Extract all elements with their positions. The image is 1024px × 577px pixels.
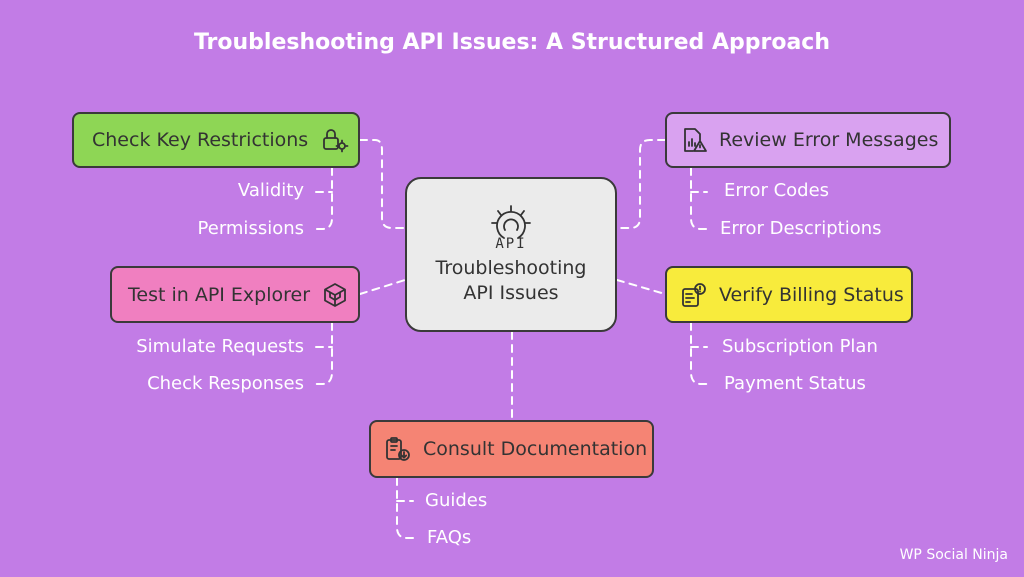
central-node-line-2: API Issues bbox=[463, 281, 559, 304]
document-warning-icon bbox=[679, 125, 709, 155]
connector-test-explorer bbox=[359, 279, 406, 295]
sub-item-simulate-requests: Simulate Requests bbox=[136, 336, 304, 357]
node-label: Test in API Explorer bbox=[128, 283, 311, 306]
node-test-in-api-explorer: Test in API Explorer bbox=[110, 266, 360, 323]
sub-item-check-responses: Check Responses bbox=[147, 373, 304, 394]
node-consult-documentation: Consult Documentation bbox=[369, 420, 654, 478]
node-label: Consult Documentation bbox=[423, 438, 648, 460]
lock-gear-icon bbox=[320, 125, 350, 155]
node-label: Review Error Messages bbox=[719, 129, 939, 151]
connector-verify-billing bbox=[616, 279, 666, 295]
billing-alert-icon bbox=[679, 280, 709, 310]
sub-item-faqs: FAQs bbox=[427, 527, 472, 548]
api-icon-text: API bbox=[495, 235, 527, 252]
sub-item-guides: Guides bbox=[425, 490, 488, 511]
central-node-troubleshooting: API Troubleshooting API Issues bbox=[405, 177, 617, 332]
node-label: Verify Billing Status bbox=[719, 283, 904, 306]
sub-item-validity: Validity bbox=[237, 180, 304, 201]
clipboard-download-icon bbox=[383, 434, 413, 464]
node-review-error-messages: Review Error Messages bbox=[665, 112, 951, 168]
bracket-check-key bbox=[315, 167, 333, 230]
central-node-line-1: Troubleshooting bbox=[435, 256, 587, 279]
watermark: WP Social Ninja bbox=[899, 547, 1008, 563]
node-check-key-restrictions: Check Key Restrictions bbox=[72, 112, 360, 168]
node-label: Check Key Restrictions bbox=[92, 129, 309, 151]
cube-icon bbox=[320, 280, 350, 310]
connector-check-key bbox=[359, 139, 406, 229]
sub-item-subscription-plan: Subscription Plan bbox=[722, 336, 878, 357]
diagram-title: Troubleshooting API Issues: A Structured… bbox=[193, 30, 831, 55]
sub-item-error-codes: Error Codes bbox=[724, 180, 830, 201]
sub-item-payment-status: Payment Status bbox=[724, 373, 866, 394]
bracket-verify-billing bbox=[690, 322, 708, 385]
node-verify-billing-status: Verify Billing Status bbox=[665, 266, 913, 323]
sub-item-permissions: Permissions bbox=[197, 218, 304, 239]
sub-item-error-descriptions: Error Descriptions bbox=[720, 218, 882, 239]
bracket-test-explorer bbox=[315, 322, 333, 385]
bracket-consult-docs bbox=[396, 477, 414, 539]
connector-review-errors bbox=[616, 139, 666, 229]
bracket-review-errors bbox=[690, 167, 708, 230]
api-gear-icon: API bbox=[484, 204, 538, 252]
